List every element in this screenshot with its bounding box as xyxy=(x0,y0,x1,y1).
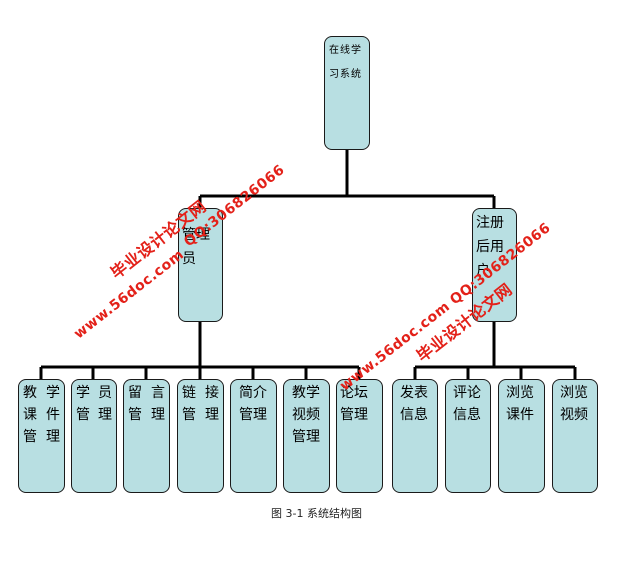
node-link-mgmt: 链接管理 xyxy=(177,379,224,493)
node-forum-mgmt: 论坛管理 xyxy=(336,379,383,493)
node-message-mgmt: 留言管理 xyxy=(123,379,170,493)
figure-caption: 图 3-1 系统结构图 xyxy=(271,507,362,520)
node-courseware-mgmt: 教学课件管理 xyxy=(18,379,65,493)
node-video-mgmt: 教学视频管理 xyxy=(283,379,330,493)
node-post-info: 发表信息 xyxy=(392,379,438,493)
node-root: 在线学习系统 xyxy=(324,36,370,150)
node-browse-courseware: 浏览课件 xyxy=(498,379,545,493)
node-admin: 管理员 xyxy=(178,208,223,322)
node-browse-video: 浏览视频 xyxy=(552,379,598,493)
node-comment-info: 评论信息 xyxy=(445,379,491,493)
node-registered-user: 注册后用户 xyxy=(472,208,517,322)
node-student-mgmt: 学员管理 xyxy=(71,379,117,493)
node-intro-mgmt: 简介管理 xyxy=(230,379,277,493)
